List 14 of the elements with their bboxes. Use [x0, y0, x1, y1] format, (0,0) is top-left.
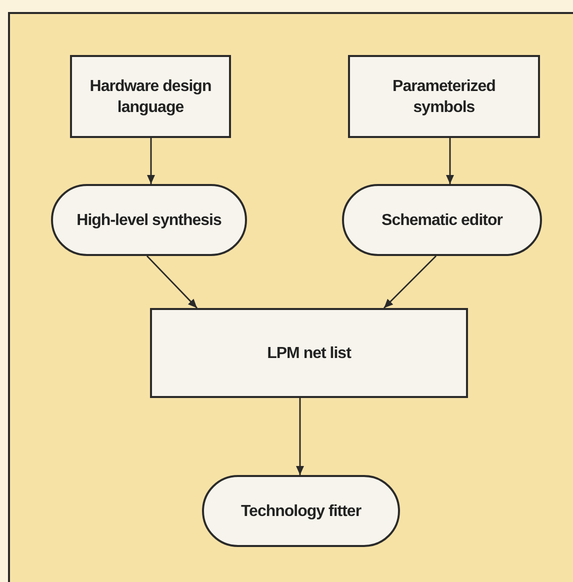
process-box — [348, 55, 540, 138]
node-label: Schematic editor — [382, 210, 502, 230]
node-label: Parameterized symbols — [392, 76, 496, 118]
node-label: Technology fitter — [240, 502, 362, 522]
process-box — [150, 308, 468, 398]
process-box — [70, 55, 231, 138]
node-label: High-level synthesis — [76, 210, 222, 230]
node-label: Hardware design language — [88, 76, 212, 118]
arrow — [296, 398, 304, 475]
arrow — [146, 255, 198, 309]
arrow — [383, 255, 437, 309]
arrow — [446, 138, 454, 184]
node-label: LPM net list — [267, 344, 351, 364]
arrow — [147, 138, 155, 184]
